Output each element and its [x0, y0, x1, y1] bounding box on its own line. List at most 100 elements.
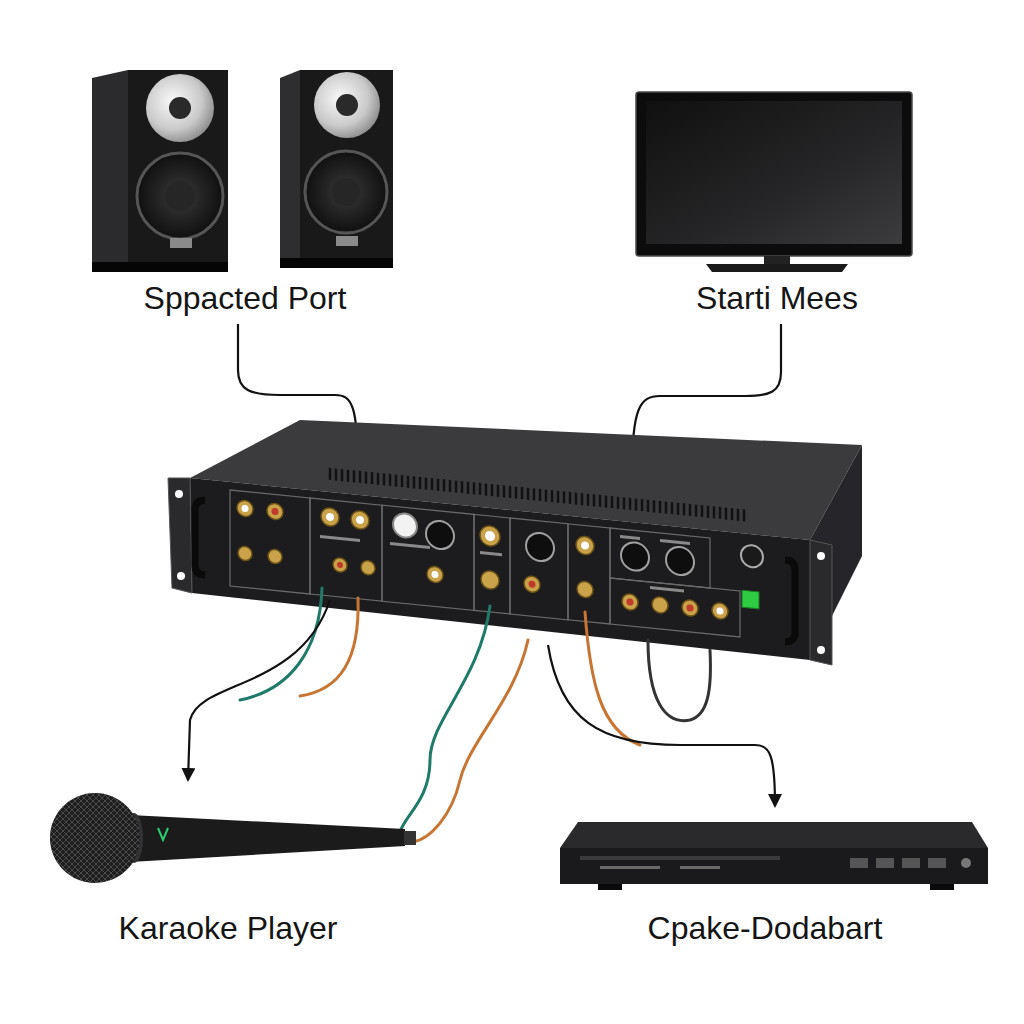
player-foot	[930, 884, 954, 890]
power-light	[742, 590, 759, 609]
rca-jack	[268, 549, 282, 564]
xlr-socket	[526, 532, 554, 563]
cable	[412, 640, 528, 842]
television	[636, 92, 912, 272]
rca-jack	[652, 596, 668, 614]
rca-jack	[682, 599, 698, 617]
jack-centre	[529, 580, 536, 588]
cable	[400, 606, 490, 832]
rack-ear	[168, 478, 192, 593]
mic-plug	[404, 831, 416, 845]
tweeter-dome	[336, 94, 358, 116]
panel-section	[310, 498, 382, 601]
jack-centre	[687, 604, 694, 612]
jack-centres	[242, 504, 724, 615]
jack-centre	[242, 505, 249, 513]
microphone	[50, 793, 416, 883]
dust-cap	[332, 178, 360, 206]
cable	[240, 588, 322, 700]
tv-screen	[646, 101, 902, 244]
device-label: Sppacted Port	[142, 280, 349, 317]
media-player	[560, 822, 988, 890]
panel-section	[510, 518, 568, 620]
rca-jack	[238, 546, 252, 561]
panel-section	[568, 524, 610, 624]
rca-jack	[351, 510, 369, 530]
rca-jack	[481, 570, 499, 590]
mic-handle	[130, 815, 405, 862]
jack-centre	[627, 598, 634, 606]
amp-front	[190, 478, 810, 660]
tweeter	[146, 74, 214, 142]
player-marking	[600, 866, 660, 869]
device-label: Cpake-Dodabart	[646, 910, 885, 947]
speaker-side	[280, 70, 300, 262]
panel-marking	[650, 586, 684, 592]
rca-jack	[576, 536, 594, 556]
rca-jack	[622, 593, 638, 611]
jack-centre	[717, 607, 724, 615]
jack-centre	[581, 541, 589, 550]
xlr-socket	[426, 520, 454, 551]
rca-jack	[712, 602, 728, 620]
xlr-sockets	[426, 520, 694, 577]
jack-centre	[432, 571, 439, 579]
rack-hole	[177, 572, 185, 580]
player-top	[560, 822, 988, 848]
tweeter	[314, 72, 380, 138]
front-panel	[230, 490, 763, 639]
mic-mesh	[50, 793, 140, 883]
volume-knob	[393, 512, 417, 538]
jack-centre	[356, 516, 364, 525]
panel-marking	[620, 535, 640, 540]
speaker-right	[280, 70, 393, 268]
rack-hole	[175, 490, 183, 498]
rack-hole	[817, 552, 825, 560]
player-front	[560, 848, 988, 884]
tv-base	[706, 264, 848, 272]
woofer	[305, 151, 387, 233]
player-button	[850, 858, 868, 868]
tv-neck	[764, 256, 790, 264]
rack-hole	[817, 646, 825, 654]
rca-jack	[321, 507, 339, 527]
vent-slots	[330, 468, 744, 521]
device-label: Karaoke Player	[117, 910, 340, 947]
player-marking	[680, 866, 720, 869]
player-foot	[598, 884, 622, 890]
dust-cap	[165, 181, 195, 211]
panel-marking	[320, 535, 360, 542]
cables	[240, 588, 710, 842]
badge	[170, 238, 192, 248]
rca-jack	[267, 503, 283, 521]
panel-marking	[480, 551, 502, 556]
badge	[336, 236, 358, 246]
jack-centre	[326, 513, 334, 522]
rca-jacks	[237, 499, 728, 620]
speaker-plinth	[280, 258, 393, 268]
panel-section	[382, 505, 474, 610]
leader-arrow	[548, 645, 775, 806]
player-power	[961, 858, 971, 868]
leader-arrow	[188, 600, 330, 780]
rack-handle	[785, 560, 795, 642]
speaker-side	[92, 70, 128, 265]
player-button	[876, 858, 894, 868]
jack-centre	[337, 562, 343, 569]
rca-jack	[361, 560, 375, 575]
player-button	[902, 858, 920, 868]
device-label: Starti Mees	[694, 280, 860, 317]
rca-jack	[333, 557, 347, 572]
rca-jack	[237, 500, 253, 518]
amplifier	[168, 420, 862, 665]
mic-head	[50, 793, 140, 883]
player-button	[928, 858, 946, 868]
rack-handle	[195, 500, 205, 575]
panel-markings	[320, 505, 690, 593]
woofer	[137, 153, 223, 239]
panel-section	[230, 490, 310, 594]
panel-marking	[390, 542, 430, 549]
panel-section	[474, 514, 510, 614]
tv-bezel	[636, 92, 912, 256]
